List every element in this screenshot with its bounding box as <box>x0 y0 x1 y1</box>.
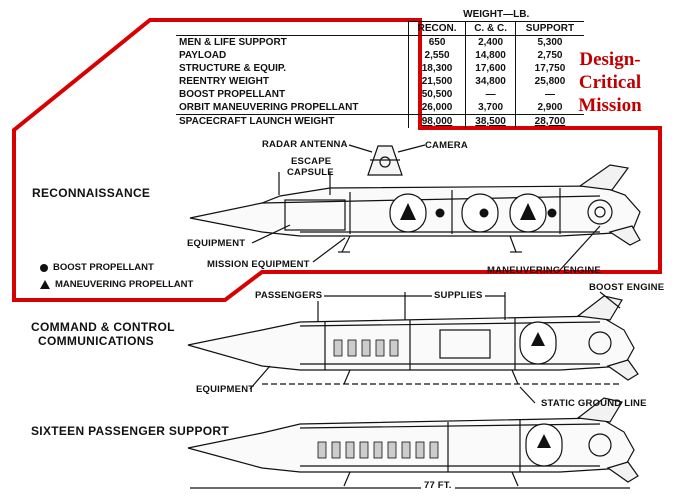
weight-row-label: SPACECRAFT LAUNCH WEIGHT <box>179 116 335 127</box>
recon-equipment-label: EQUIPMENT <box>187 238 246 249</box>
length-label: 77 FT. <box>421 480 455 491</box>
command-vehicle <box>187 291 639 404</box>
weight-row-label: PAYLOAD <box>179 50 227 61</box>
weight-row-label: MEN & LIFE SUPPORT <box>179 37 287 48</box>
design-critical-callout: Design- Critical Mission <box>560 48 660 117</box>
weight-cell: 650 <box>407 35 466 49</box>
legend-boost: BOOST PROPELLANT <box>40 262 154 273</box>
weight-row-label: BOOST PROPELLANT <box>179 89 286 100</box>
legend-maneuvering: MANEUVERING PROPELLANT <box>40 279 193 290</box>
weight-table-corner <box>176 8 408 22</box>
callout-line-1: Design- <box>579 49 641 70</box>
weight-cell: 21,500 <box>407 75 466 88</box>
support-vehicle <box>187 397 639 489</box>
weight-cell: 2,750 <box>514 49 584 62</box>
triangle-marker-icon <box>40 280 50 289</box>
support-title: SIXTEEN PASSENGER SUPPORT <box>31 424 229 438</box>
weight-cell: — <box>514 88 584 101</box>
weight-cell: 50,500 <box>407 88 466 101</box>
weight-cell: 98,000 <box>407 114 466 128</box>
weight-table-title: WEIGHT—LB. <box>408 8 584 22</box>
weight-table: WEIGHT—LB. RECON. C. & C. SUPPORT MEN & … <box>176 8 584 128</box>
boost-engine-label: BOOST ENGINE <box>589 282 665 293</box>
weight-cell: 17,600 <box>465 62 516 75</box>
maneuvering-engine-label: MANEUVERING ENGINE <box>487 265 601 276</box>
supplies-label: SUPPLIES <box>432 290 485 301</box>
weight-cell: 2,400 <box>465 35 516 49</box>
weight-cell: 28,700 <box>514 114 584 128</box>
passengers-label: PASSENGERS <box>253 290 325 301</box>
escape-label-2: CAPSULE <box>287 167 334 178</box>
escape-label-1: ESCAPE <box>291 156 332 167</box>
weight-row-label: ORBIT MANEUVERING PROPELLANT <box>179 102 359 113</box>
command-title-2: COMMUNICATIONS <box>38 334 154 348</box>
radar-antenna-label: RADAR ANTENNA <box>262 139 348 150</box>
weight-cell: 26,000 <box>407 101 466 115</box>
legend-boost-label: BOOST PROPELLANT <box>53 262 154 273</box>
support-seats <box>317 441 439 459</box>
weight-cell: 2,550 <box>407 49 466 62</box>
circle-marker-icon <box>40 263 48 272</box>
weight-cell: 14,800 <box>465 49 516 62</box>
weight-cell: 5,300 <box>514 35 584 49</box>
camera-label: CAMERA <box>425 140 468 151</box>
command-maneuvering-mark <box>531 332 545 346</box>
command-title-1: COMMAND & CONTROL <box>31 320 175 334</box>
weight-table-blank-head <box>176 22 408 36</box>
weight-cell: 2,900 <box>514 101 584 115</box>
support-maneuvering-mark <box>537 434 551 448</box>
col-support: SUPPORT <box>514 21 584 36</box>
command-seats <box>333 339 399 357</box>
weight-cell: 38,500 <box>465 114 516 128</box>
recon-propellant-marks <box>400 203 557 220</box>
mission-equipment-label: MISSION EQUIPMENT <box>207 259 310 270</box>
col-cc: C. & C. <box>465 21 516 36</box>
recon-vehicle <box>189 144 641 271</box>
callout-line-3: Mission <box>578 95 642 116</box>
recon-title: RECONNAISSANCE <box>32 186 151 200</box>
weight-cell: 3,700 <box>465 101 516 115</box>
legend-maneuvering-label: MANEUVERING PROPELLANT <box>55 279 194 290</box>
weight-cell: 17,750 <box>514 62 584 75</box>
weight-row-label: REENTRY WEIGHT <box>179 76 270 87</box>
weight-cell: — <box>465 88 516 101</box>
static-ground-line-label: STATIC GROUND LINE <box>541 398 647 409</box>
weight-cell: 34,800 <box>465 75 516 88</box>
weight-cell: 18,300 <box>407 62 466 75</box>
callout-line-2: Critical <box>578 72 642 93</box>
weight-cell: 25,800 <box>514 75 584 88</box>
col-recon: RECON. <box>407 21 466 36</box>
weight-row-label: STRUCTURE & EQUIP. <box>179 63 287 74</box>
command-equipment-label: EQUIPMENT <box>196 384 255 395</box>
